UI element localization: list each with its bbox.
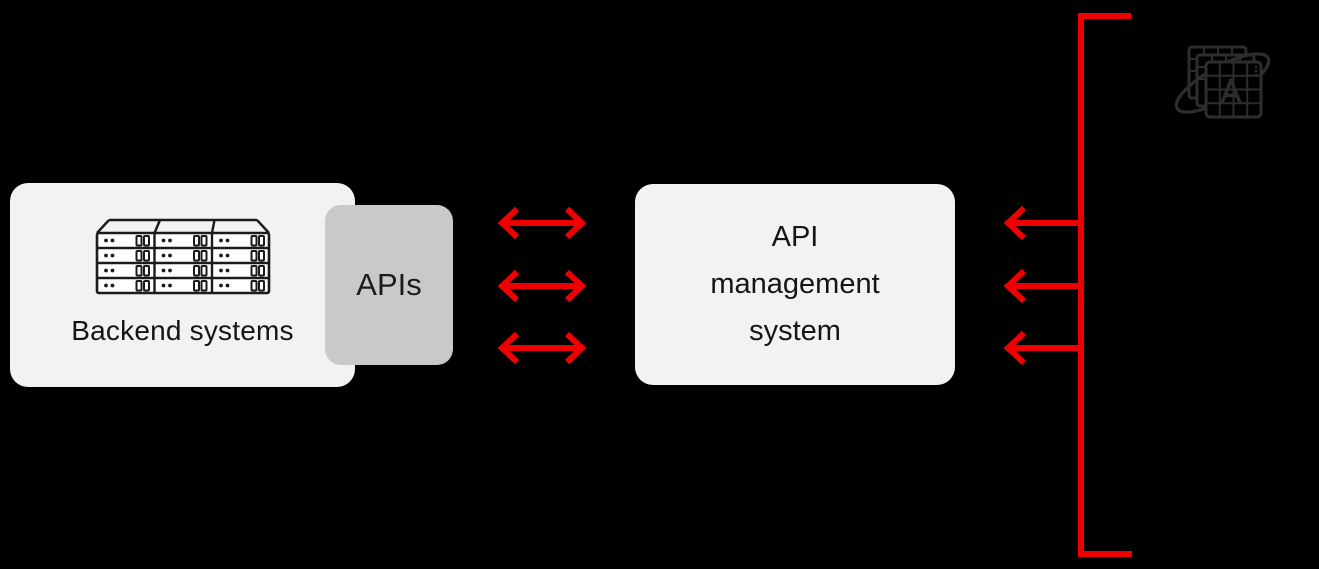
- incoming-arrow: [1003, 268, 1081, 304]
- apis-node: APIs: [325, 205, 453, 365]
- bidirectional-arrows: [497, 206, 587, 365]
- bracket-line: [1078, 13, 1132, 557]
- client-bracket: [1003, 13, 1132, 557]
- incoming-arrow: [1003, 205, 1081, 241]
- incoming-arrow: [1003, 330, 1081, 366]
- apis-label: APIs: [356, 267, 422, 302]
- double-arrow: [497, 269, 587, 303]
- double-arrow: [497, 331, 587, 365]
- double-arrow: [497, 206, 587, 240]
- server-rack-icon: [95, 218, 270, 295]
- api-management-label-line: system: [749, 315, 841, 347]
- backend-systems-node: Backend systems: [10, 183, 355, 387]
- api-management-label-line: API: [771, 221, 819, 253]
- api-management-label-line: management: [710, 268, 880, 300]
- api-application-orbit-icon: [1174, 45, 1271, 119]
- backend-systems-label: Backend systems: [71, 315, 294, 346]
- api-management-node: API management system: [635, 184, 955, 385]
